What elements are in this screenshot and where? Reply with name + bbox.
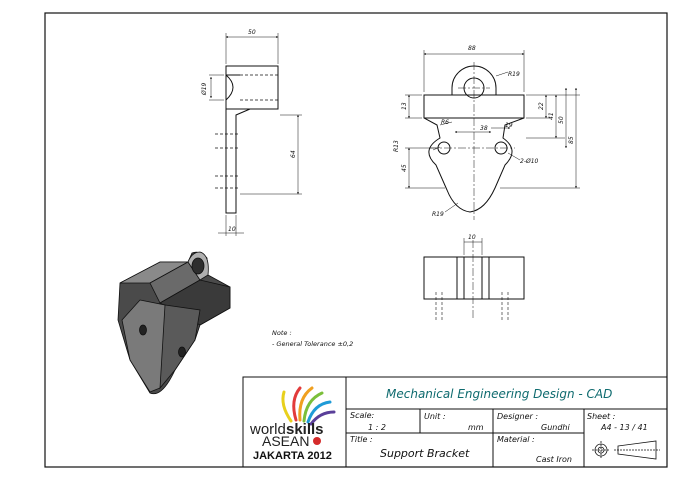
dim-front-13: 13	[401, 102, 408, 110]
unit-value: mm	[468, 423, 484, 432]
material-label: Material :	[497, 435, 535, 444]
designer-value: Gundhi	[541, 423, 570, 432]
front-view	[405, 50, 580, 220]
designer-label: Designer :	[497, 412, 538, 421]
dim-side-height: 64	[290, 150, 297, 158]
title-value: Support Bracket	[380, 447, 470, 460]
dim-front-r6: R6	[441, 119, 449, 126]
dim-side-width: 50	[248, 29, 256, 36]
asean-emblem	[313, 437, 321, 445]
dim-front-41: 41	[548, 112, 555, 120]
dim-front-19: 19	[505, 122, 513, 129]
material-value: Cast Iron	[536, 455, 572, 464]
dim-top-slot: 10	[468, 234, 476, 241]
top-view-outline	[423, 256, 525, 300]
scale-label: Scale:	[350, 411, 375, 420]
note-tolerance: - General Tolerance ±0,2	[272, 340, 353, 348]
dim-front-r-bottom: R19	[432, 211, 444, 218]
dim-front-85: 85	[568, 136, 575, 144]
scale-value: 1 : 2	[368, 423, 386, 432]
top-view	[423, 238, 525, 322]
dim-front-r-top: R19	[508, 71, 520, 78]
dim-side-thickness: 10	[228, 226, 236, 233]
dim-side-diameter: Ø19	[201, 82, 208, 96]
dim-front-38: 38	[480, 125, 488, 132]
title-label: Title :	[350, 435, 373, 444]
projection-symbol-icon	[592, 440, 660, 460]
title-block	[242, 376, 668, 468]
title-block-heading: Mechanical Engineering Design - CAD	[386, 387, 612, 401]
isometric-view	[117, 251, 231, 395]
dim-front-45: 45	[401, 164, 408, 172]
dim-front-overall: 88	[468, 45, 476, 52]
side-view	[209, 33, 302, 236]
side-view-boss	[225, 65, 279, 110]
logo-event: JAKARTA 2012	[253, 450, 332, 462]
worldskills-logo: world skills ASEAN JAKARTA 2012	[249, 386, 336, 462]
sheet-label: Sheet :	[587, 412, 616, 421]
logo-skills: skills	[286, 421, 324, 438]
dim-front-holes: 2-Ø10	[520, 158, 539, 165]
dim-front-50: 50	[558, 116, 565, 124]
side-view-web	[225, 108, 251, 214]
dim-front-r13: R13	[393, 140, 400, 152]
logo-asean: ASEAN	[262, 433, 309, 449]
unit-label: Unit :	[424, 412, 446, 421]
dim-front-22: 22	[538, 102, 545, 110]
note-heading: Note :	[272, 329, 292, 337]
sheet-value: A4 - 13 / 41	[600, 423, 648, 432]
logo-world: world	[249, 421, 286, 438]
